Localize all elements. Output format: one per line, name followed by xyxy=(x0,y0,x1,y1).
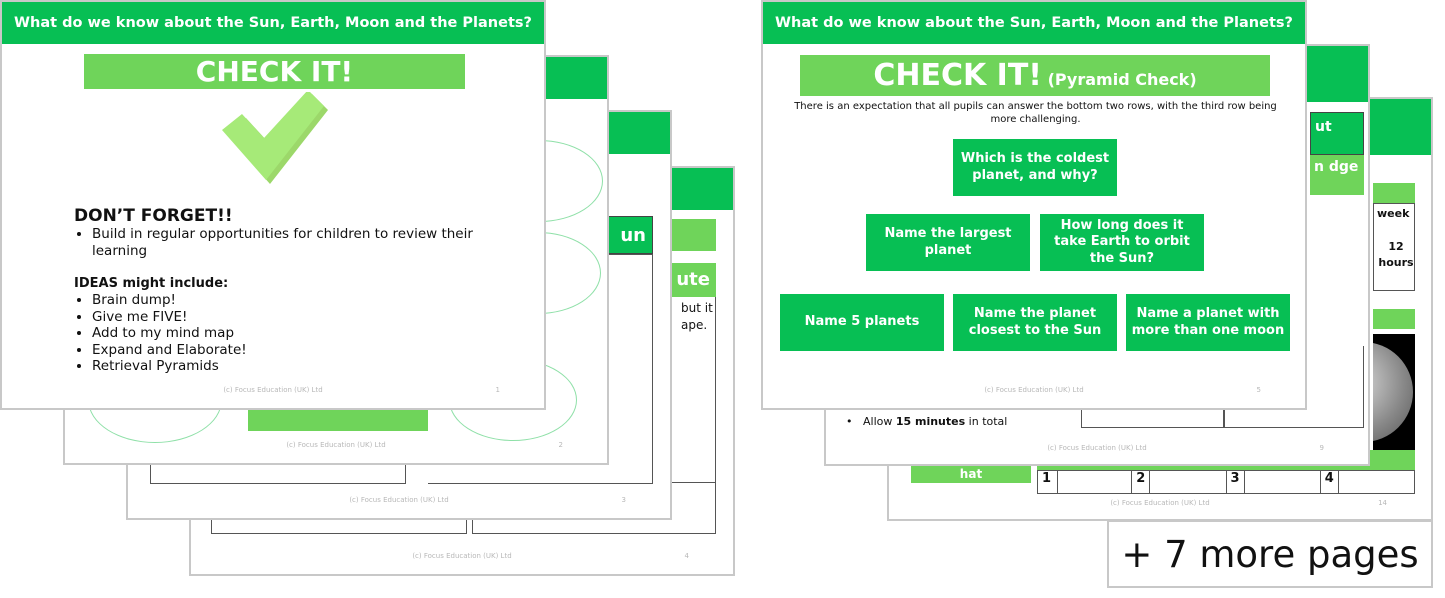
list-item: Retrieval Pyramids xyxy=(92,358,247,375)
bullet-bold: 15 minutes xyxy=(895,415,966,428)
slide-1[interactable]: What do we know about the Sun, Earth, Mo… xyxy=(0,0,546,410)
footer: (c) Focus Education (UK) Ltd xyxy=(349,496,449,504)
page-number: 3 xyxy=(621,496,626,504)
table-cell: week xyxy=(1377,207,1410,220)
dont-forget-list: Build in regular opportunities for child… xyxy=(92,226,482,260)
page-number: 14 xyxy=(1378,499,1387,507)
ideas-list: Brain dump! Give me FIVE! Add to my mind… xyxy=(92,292,247,375)
pyramid-question: How long does it take Earth to orbit the… xyxy=(1040,214,1204,271)
page-number: 2 xyxy=(558,441,563,449)
check-it-banner: CHECK IT! xyxy=(84,54,465,89)
banner-title: CHECK IT! xyxy=(873,58,1042,93)
banner-subtitle: (Pyramid Check) xyxy=(1047,70,1197,89)
pyramid-question: Name a planet with more than one moon xyxy=(1126,294,1290,351)
moon-image xyxy=(1373,334,1415,451)
number-cell: 2 xyxy=(1132,471,1151,493)
slide-header: What do we know about the Sun, Earth, Mo… xyxy=(763,2,1305,44)
number-cell: 4 xyxy=(1321,471,1339,493)
section-bar xyxy=(1373,309,1415,329)
list-item: Build in regular opportunities for child… xyxy=(92,226,482,260)
page-number: 1 xyxy=(495,386,500,394)
more-pages-label: + 7 more pages xyxy=(1107,520,1433,588)
dont-forget-heading: DON’T FORGET!! xyxy=(74,206,233,226)
check-it-banner: CHECK IT! (Pyramid Check) xyxy=(800,55,1270,96)
slide-header: What do we know about the Sun, Earth, Mo… xyxy=(2,2,544,44)
pyramid-question: Name 5 planets xyxy=(780,294,944,351)
list-item: Give me FIVE! xyxy=(92,309,247,326)
footer: (c) Focus Education (UK) Ltd xyxy=(1110,499,1210,507)
bullet-text: in total xyxy=(968,415,1008,428)
table-cell: 12 hours xyxy=(1378,240,1414,269)
list-item: Brain dump! xyxy=(92,292,247,309)
list-item: Add to my mind map xyxy=(92,325,247,342)
page-number: 4 xyxy=(684,552,689,560)
table-heading: ut xyxy=(1310,112,1364,155)
pyramid-question: Which is the coldest planet, and why? xyxy=(953,139,1117,196)
table-text: but it ape. xyxy=(681,301,713,332)
number-cell: 3 xyxy=(1227,471,1245,493)
pyramid-question: Name the planet closest to the Sun xyxy=(953,294,1117,351)
pyramid-question: Name the largest planet xyxy=(866,214,1030,271)
list-item: Expand and Elaborate! xyxy=(92,342,247,359)
checkmark-icon xyxy=(222,92,328,184)
footer: (c) Focus Education (UK) Ltd xyxy=(1047,444,1147,452)
footer: (c) Focus Education (UK) Ltd xyxy=(412,552,512,560)
number-row: 1 2 3 4 xyxy=(1037,470,1415,494)
footer: (c) Focus Education (UK) Ltd xyxy=(286,441,386,449)
table xyxy=(1373,203,1415,291)
green-banner xyxy=(671,219,716,251)
footer: (c) Focus Education (UK) Ltd xyxy=(223,386,323,394)
table-heading xyxy=(1373,183,1415,203)
slide-5[interactable]: What do we know about the Sun, Earth, Mo… xyxy=(761,0,1307,410)
page-number: 5 xyxy=(1256,386,1261,394)
number-cell: 1 xyxy=(1038,471,1058,493)
bullet-text: Allow xyxy=(862,415,893,428)
intro-text: There is an expectation that all pupils … xyxy=(794,101,1277,125)
footer: (c) Focus Education (UK) Ltd xyxy=(984,386,1084,394)
table-subheading: n dge xyxy=(1310,155,1364,195)
page-number: 9 xyxy=(1319,444,1324,452)
time-bullet: • Allow 15 minutes in total xyxy=(846,415,1008,428)
ideas-heading: IDEAS might include: xyxy=(74,276,229,291)
